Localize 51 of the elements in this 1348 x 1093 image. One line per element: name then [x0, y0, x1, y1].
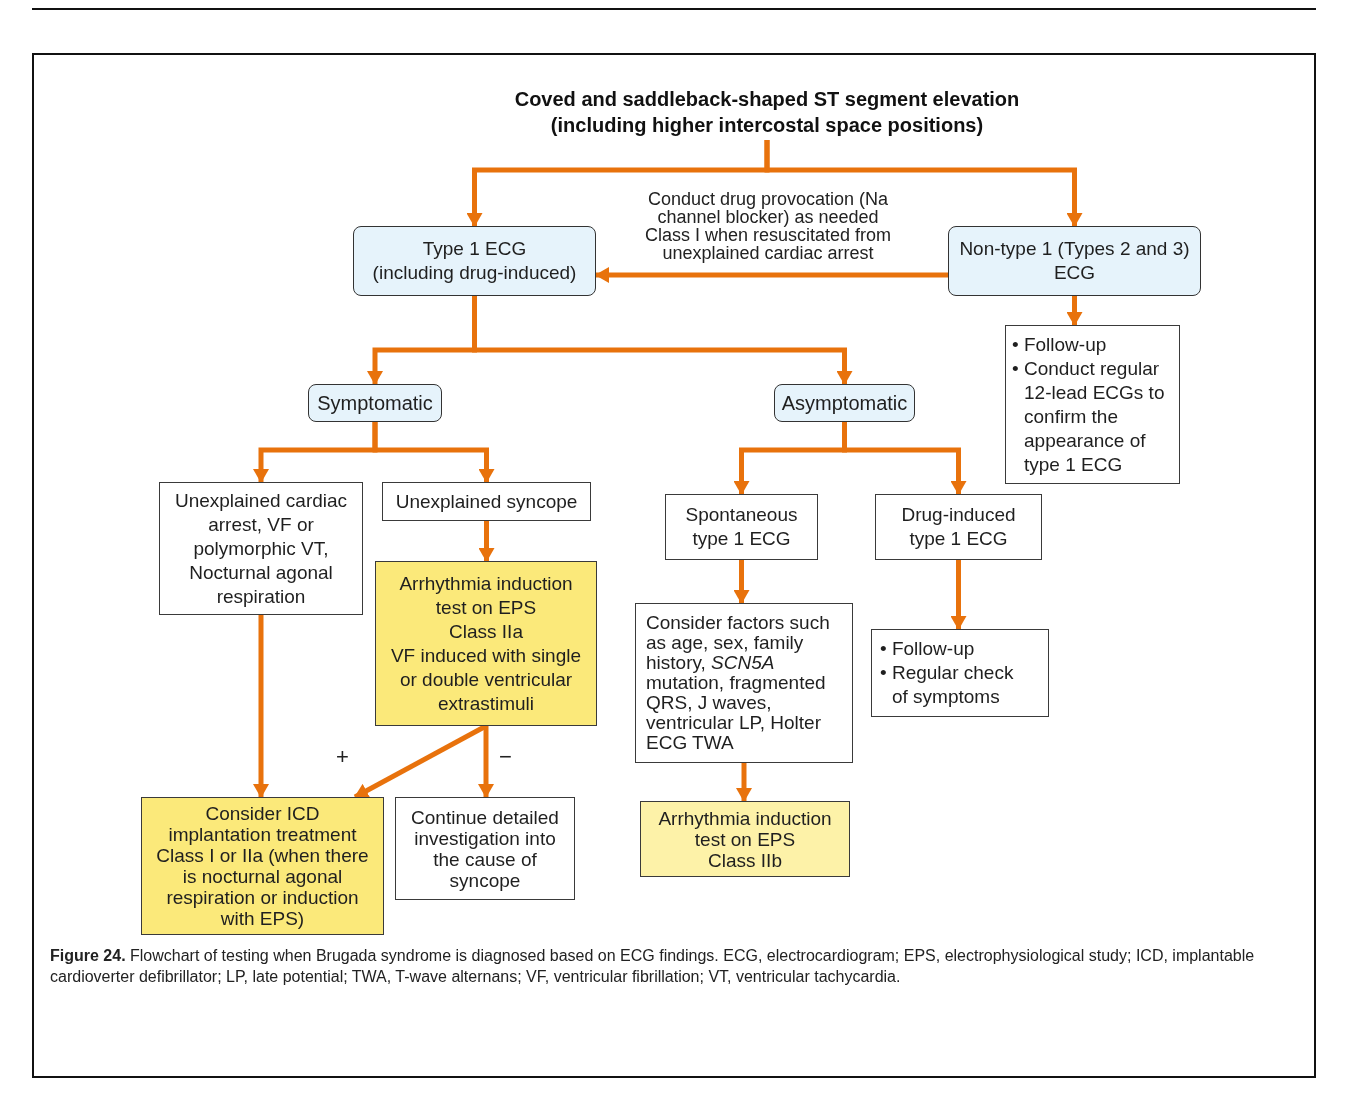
arrow — [1066, 296, 1083, 326]
text-box — [871, 629, 1049, 717]
box-text: Type 1 ECG — [422, 237, 527, 261]
text-box — [159, 482, 363, 615]
highlighted-box — [375, 561, 597, 726]
box-text: Unexplained syncope — [395, 489, 578, 514]
rounded-box — [308, 384, 442, 422]
arrow — [595, 267, 948, 283]
rounded-box — [948, 226, 1201, 296]
arrow — [472, 296, 853, 385]
arrow — [736, 763, 752, 802]
highlighted-box — [141, 797, 384, 935]
box-text: Unexplained cardiac arrest, VF or polymorphic VT, Nocturnal agonal respiration — [173, 488, 349, 609]
figure-caption: Figure 24. Flowchart of testing when Brugada syndrome is diagnosed based on ECG findings. ECG, electrocardiogram; EPS, electrophysiological study; ICD, implantable cardioverter defibrillator; LP, late potential; TWA, T-wave alternans; VF, ventricular fibrillation; VT, ventricular tachycardia. — [50, 946, 1256, 987]
box-text: Symptomatic — [317, 391, 433, 415]
box-text: Class IIb — [708, 849, 782, 871]
arrow — [842, 422, 967, 495]
text-box — [665, 494, 818, 560]
text-box — [875, 494, 1042, 560]
bullet-item: • Follow-up — [880, 637, 976, 661]
arrow — [733, 560, 750, 604]
box-text: Consider factors such as age, sex, family history, SCN5A mutation, fragmented QRS, J waves, ventricular LP, Holter ECG TWA — [646, 613, 831, 753]
box-text: (including drug-induced) — [372, 261, 577, 285]
box-text: Class IIa — [449, 619, 523, 644]
box-text: Asymptomatic — [781, 391, 908, 415]
box-text: Arrhythmia induction test on EPS — [398, 571, 574, 620]
text-box — [382, 482, 591, 521]
bullet-item: • Follow-up — [1012, 332, 1108, 357]
arrow — [764, 140, 1083, 227]
box-text: VF induced with single or double ventricular extrastimuli — [389, 643, 583, 716]
box-text: Spontaneous type 1 ECG — [684, 503, 799, 551]
arrow — [478, 521, 495, 562]
rounded-box — [774, 384, 915, 422]
box-text: Consider ICD implantation treatment — [167, 803, 358, 845]
arrow — [478, 726, 494, 798]
box-text: Continue detailed investigation into the cause of syncope — [410, 806, 560, 891]
arrow — [253, 615, 269, 798]
bullet-item: • Regular check of symptoms — [880, 661, 1015, 709]
heading-text: Coved and saddleback-shaped ST segment elevation (including higher intercostal space positions) — [487, 86, 1047, 140]
arrow — [372, 422, 495, 483]
arrow — [950, 560, 967, 630]
text-box — [635, 603, 853, 763]
box-text: Non-type 1 (Types 2 and 3) ECG — [958, 237, 1191, 285]
highlighted-box — [640, 801, 850, 877]
bullet-item: • Conduct regular 12-lead ECGs to confirm the appearance of type 1 ECG — [1012, 356, 1166, 477]
box-text: Class I or IIa (when there is nocturnal agonal respiration or induction with EPS) — [155, 845, 370, 929]
rounded-box — [353, 226, 596, 296]
text-box — [1005, 325, 1180, 484]
box-text: Arrhythmia induction test on EPS — [657, 807, 833, 850]
box-text: Drug-induced type 1 ECG — [900, 503, 1017, 551]
text-box — [395, 797, 575, 900]
